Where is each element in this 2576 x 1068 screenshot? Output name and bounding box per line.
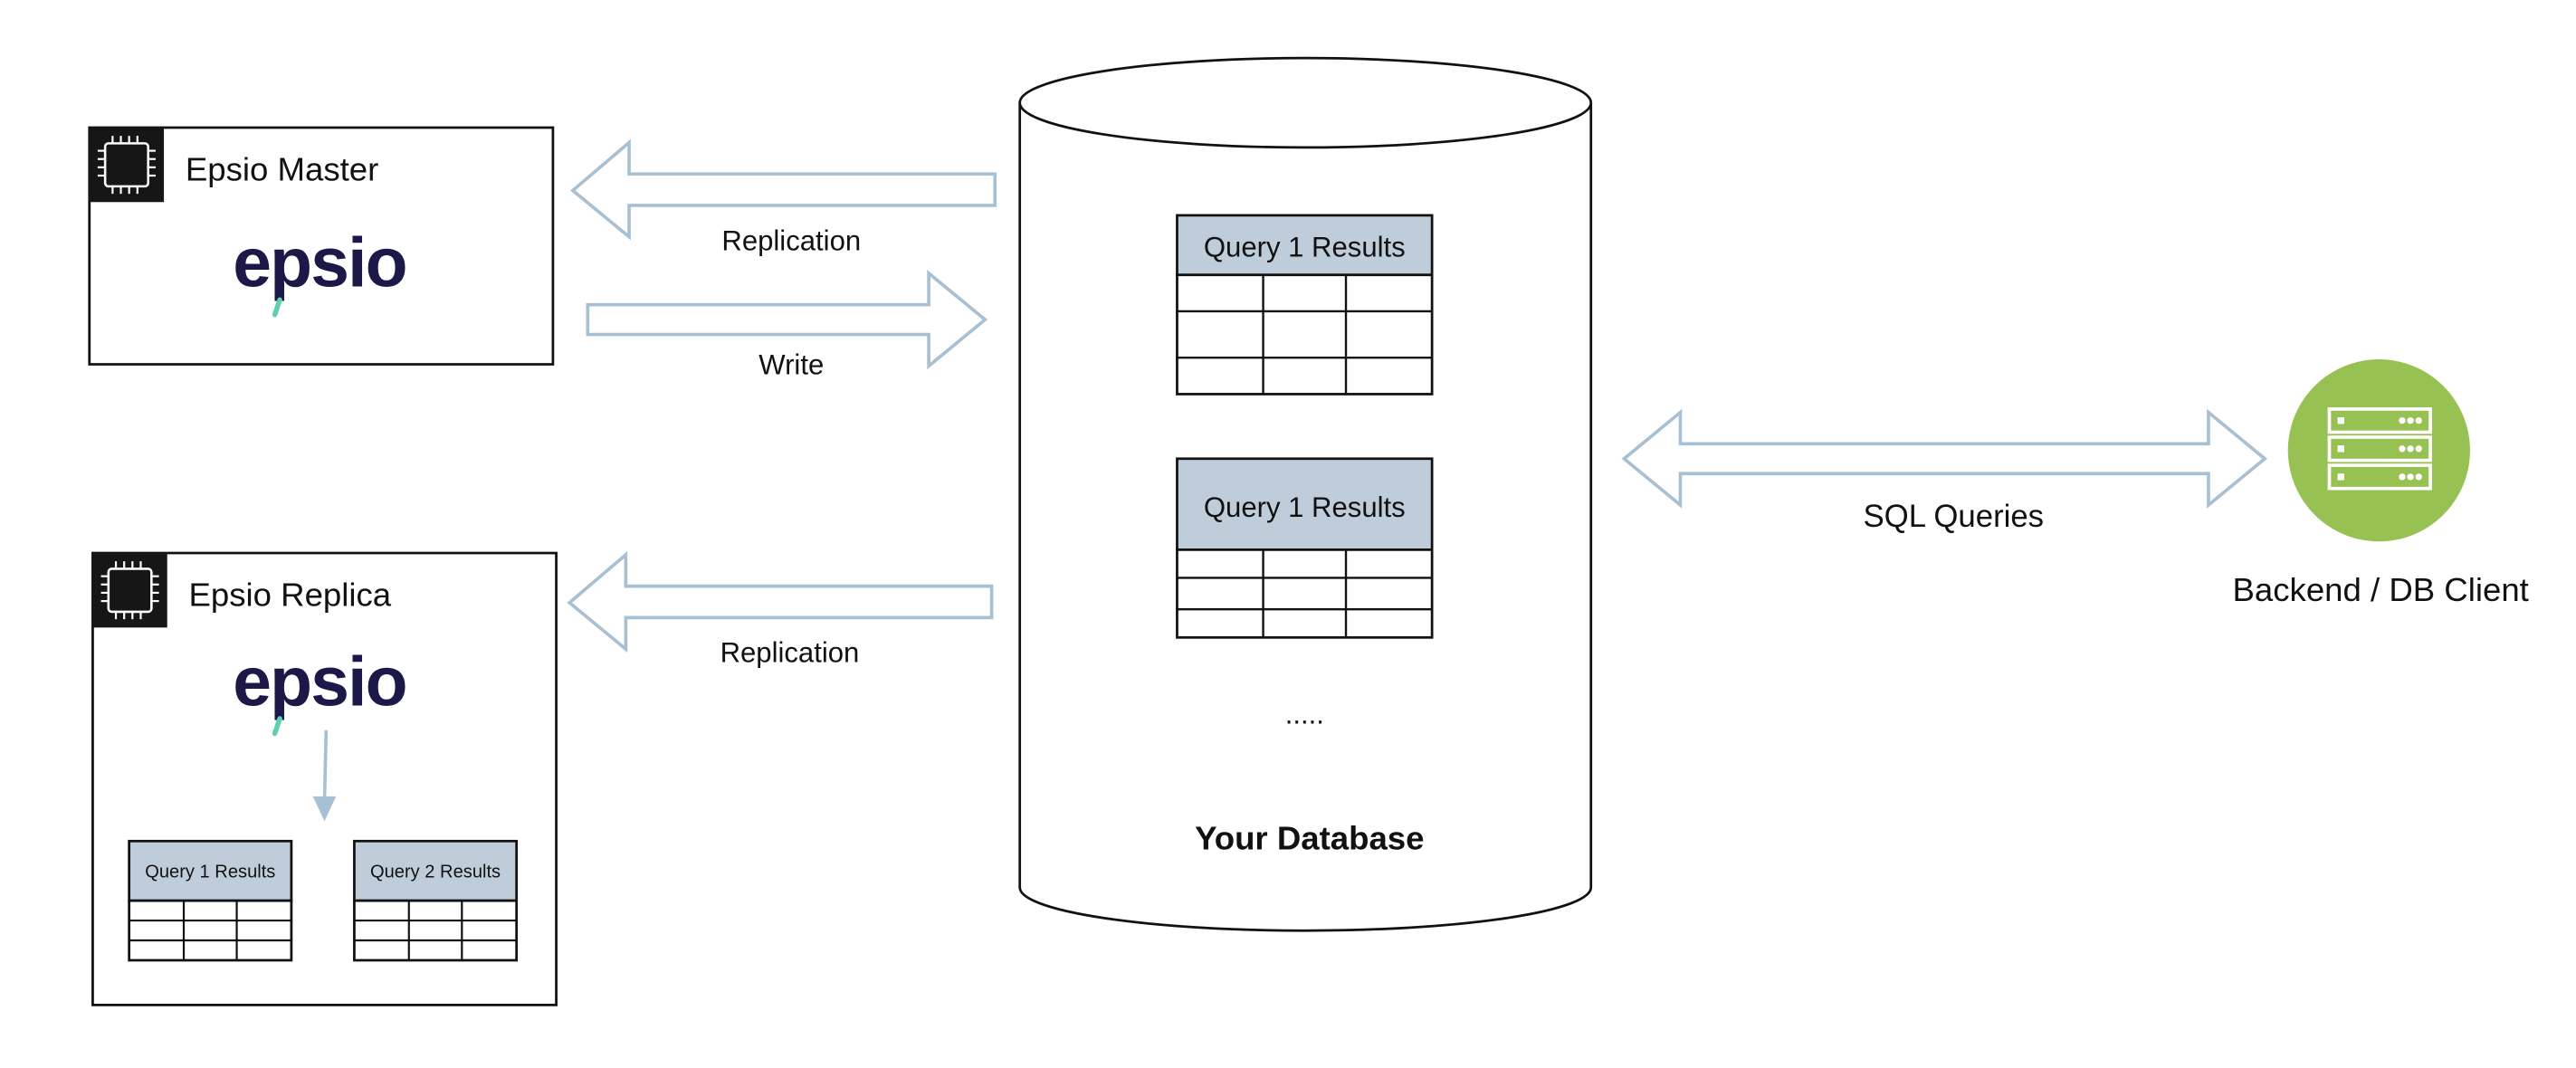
epsio-logo: epsio — [233, 224, 408, 318]
master-write-arrow — [586, 270, 988, 370]
database-title: Your Database — [1195, 819, 1424, 856]
table-title: Query 1 Results — [145, 863, 275, 882]
epsio-replica-node: Epsio Replica epsio Query 1 Results Qu — [91, 551, 558, 1006]
epsio-logo-accent — [272, 716, 282, 737]
epsio-master-node: Epsio Master epsio — [88, 126, 555, 366]
cpu-chip-icon — [92, 553, 167, 628]
replica-replication-arrow — [567, 550, 994, 653]
server-icon — [2327, 407, 2432, 491]
database-results-table-2: Query 1 Results — [1176, 457, 1434, 639]
table-title: Query 1 Results — [1204, 491, 1406, 523]
epsio-logo-text: epsio — [233, 643, 405, 720]
replica-results-table-2: Query 2 Results — [353, 839, 519, 962]
epsio-logo-text: epsio — [233, 224, 405, 302]
epsio-master-title: Epsio Master — [186, 150, 378, 187]
sql-queries-label: SQL Queries — [1863, 500, 2044, 534]
table-title: Query 1 Results — [1204, 232, 1406, 263]
database-ellipsis: ..... — [1285, 698, 1324, 729]
database-results-table-1: Query 1 Results — [1176, 214, 1434, 396]
replica-replication-label: Replication — [720, 637, 860, 669]
sql-queries-arrow — [1621, 408, 2268, 509]
down-arrow-icon — [312, 729, 337, 822]
table-title: Query 2 Results — [370, 863, 501, 882]
cpu-chip-icon — [89, 127, 165, 203]
epsio-replica-title: Epsio Replica — [189, 577, 392, 614]
master-replication-label: Replication — [721, 224, 861, 256]
epsio-logo-accent — [272, 297, 282, 318]
master-replication-arrow — [570, 138, 997, 241]
replica-results-table-1: Query 1 Results — [128, 839, 293, 962]
client-circle — [2287, 359, 2470, 542]
backend-client-node: Backend / DB Client — [2233, 359, 2529, 608]
master-write-label: Write — [758, 348, 824, 380]
client-label: Backend / DB Client — [2233, 571, 2529, 608]
epsio-logo: epsio — [233, 643, 408, 737]
database-cylinder: Query 1 Results Query 1 Results ..... Yo… — [1018, 56, 1593, 932]
